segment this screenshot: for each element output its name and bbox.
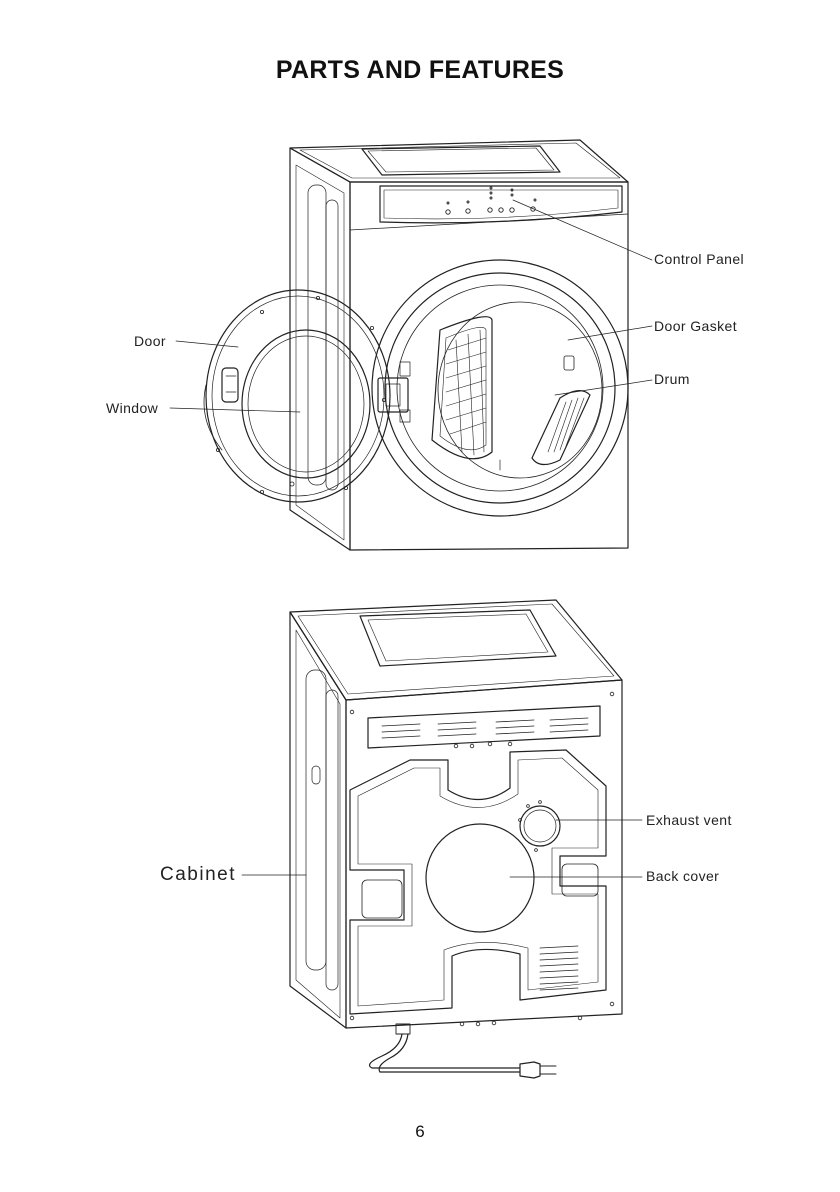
label-exhaust-vent: Exhaust vent [646, 812, 732, 828]
label-cabinet: Cabinet [160, 864, 236, 886]
dryer-back-view [290, 600, 622, 1078]
control-panel-buttons [446, 187, 536, 214]
open-door [204, 290, 390, 502]
label-drum: Drum [654, 371, 690, 387]
label-control-panel: Control Panel [654, 251, 744, 267]
label-door: Door [134, 333, 166, 349]
label-door-gasket: Door Gasket [654, 318, 737, 334]
label-back-cover: Back cover [646, 868, 719, 884]
label-window: Window [106, 400, 158, 416]
page-number: 6 [0, 1122, 840, 1142]
dryer-front-view [290, 140, 628, 550]
